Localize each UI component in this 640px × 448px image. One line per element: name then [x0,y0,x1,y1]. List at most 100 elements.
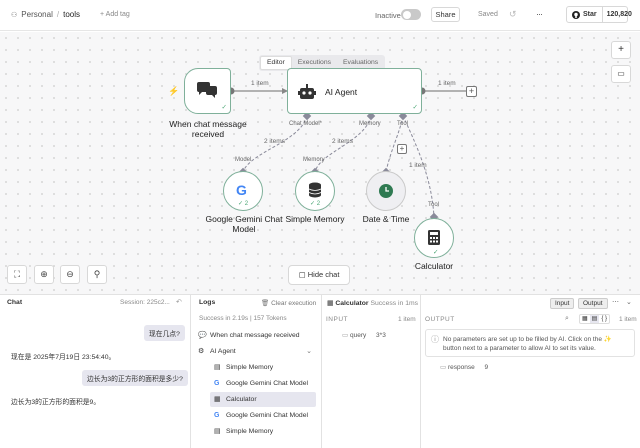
chat-message-user: 边长为3的正方形的面积是多少? [82,370,188,386]
log-item[interactable]: ▤ Simple Memory [210,424,318,439]
logs-tokens: 157 Tokens [253,315,287,322]
log-item-label: Calculator [226,396,257,403]
more-options-icon[interactable]: ⋯ [612,299,619,306]
edge-label-output: 1 item [438,80,456,87]
log-item[interactable]: 💬 When chat message received [194,328,302,343]
string-type-icon: ▭ [342,332,349,339]
workflow-canvas[interactable]: Editor Executions Evaluations + ▭ 1 item… [0,32,640,294]
memory-run-count: ✓ 2 [310,201,321,207]
json-view-icon[interactable]: ▤ [589,315,600,323]
workflow-name[interactable]: tools [63,10,80,19]
port-chat-model: Chat Model* [289,121,322,127]
chevron-down-icon[interactable]: ⌄ [306,348,312,355]
logs-summary: Success in 2.19s | 157 Tokens [199,315,287,322]
port-model: Model [235,157,252,163]
star-label: Star [583,11,597,18]
gemini-run-count: ✓ 2 [238,201,249,207]
bottom-panel: Chat Session: 225c2... ↶ 现在几点? 现在是 2025年… [0,294,640,448]
node-datetime[interactable] [366,171,406,211]
share-button[interactable]: Share [431,7,460,22]
database-icon: ▤ [214,364,221,371]
memory-badge: 2 [316,201,321,207]
star-count: 120,820 [606,11,632,18]
search-icon[interactable]: ⌕ [565,315,569,322]
activation-toggle[interactable] [401,9,421,20]
string-type-icon: ▭ [440,364,447,371]
top-bar: ⚇ Personal / tools + Add tag Inactive Sh… [0,0,640,31]
divider [321,295,322,448]
view-mode-switcher: ▦ ▤ { } [579,314,611,324]
info-icon: ⓘ [431,335,439,344]
add-tag-button[interactable]: + Add tag [100,11,130,18]
chat-message-bot: 现在是 2025年7月19日 23:54:40。 [11,354,116,361]
success-check-icon: ✓ [221,104,227,111]
add-node-button[interactable]: + [611,41,631,59]
hide-chat-button[interactable]: ▢ Hide chat [288,265,350,285]
output-toggle-button[interactable]: Output [578,298,608,309]
chevron-down-icon[interactable]: ⌄ [626,299,632,306]
chat-icon: ▢ [298,270,306,279]
fit-view-icon[interactable]: ⛶ [7,265,27,284]
node-calculator[interactable]: ✓ [414,218,454,258]
database-icon [308,182,322,198]
sticky-note-icon[interactable]: ▭ [611,65,631,83]
trash-icon: 🗑 [261,300,270,307]
tab-executions[interactable]: Executions [297,59,332,66]
logs-title: Logs [199,299,216,306]
reset-session-icon[interactable]: ↶ [176,299,182,306]
log-item[interactable]: G Google Gemini Chat Model [210,408,318,423]
edge-label-gemini: 2 items [264,138,285,145]
zoom-in-icon[interactable]: ⊕ [34,265,54,284]
gemini-badge: 2 [244,201,249,207]
input-title: INPUT [326,316,348,323]
log-item[interactable]: ▤ Simple Memory [210,360,318,375]
view-tabs: Editor Executions Evaluations [259,55,386,71]
ai-params-notice: ⓘ No parameters are set up to be filled … [425,329,635,357]
log-item-label: Google Gemini Chat Model [226,380,308,387]
activation-status: Inactive [375,11,401,20]
tab-evaluations[interactable]: Evaluations [343,59,379,66]
database-icon: ▤ [214,428,221,435]
log-item-label: Google Gemini Chat Model [226,412,308,419]
session-id: Session: 225c2... [120,299,170,306]
chat-bubbles-icon [197,82,217,98]
history-icon[interactable]: ↺ [509,9,517,19]
breadcrumb-project[interactable]: Personal [21,10,53,19]
google-icon: G [214,412,220,419]
calculator-icon: ▦ [327,300,334,307]
github-star-button[interactable]: Star 120,820 [566,6,632,23]
log-item-selected[interactable]: ▦ Calculator [210,392,316,407]
more-options-icon[interactable]: ··· [536,9,543,19]
project-icon: ⚇ [11,11,18,19]
node-chat-trigger[interactable]: ✓ [184,68,231,114]
tab-editor[interactable]: Editor [260,56,292,70]
log-item[interactable]: G Google Gemini Chat Model [210,376,318,391]
log-item-label: When chat message received [210,332,300,339]
node-label-trigger: When chat message received [169,119,247,139]
google-icon: G [236,182,247,198]
tidy-up-icon[interactable]: ⚲ [87,265,107,284]
saved-status: Saved [478,11,498,18]
node-ai-agent[interactable]: AI Agent ✓ [287,68,422,114]
chat-icon: 💬 [198,332,207,339]
node-label-calculator: Calculator [414,261,454,271]
clear-execution-label: Clear execution [271,300,317,307]
log-item-label: AI Agent [210,348,236,355]
node-memory[interactable]: ✓ 2 [295,171,335,211]
port-memory: Memory [359,121,381,127]
table-view-icon[interactable]: ▦ [582,316,588,322]
input-toggle-button[interactable]: Input [550,298,575,309]
schema-view-icon[interactable]: { } [601,316,608,322]
output-value: 9 [484,364,489,371]
port-chat-model-label: Chat Model* [289,121,323,127]
zoom-out-icon[interactable]: ⊖ [60,265,80,284]
add-output-button[interactable]: + [466,86,477,97]
calculator-icon [428,230,440,245]
add-tool-button[interactable]: + [397,144,407,154]
log-item-label: Simple Memory [226,428,274,435]
node-gemini[interactable]: G ✓ 2 [223,171,263,211]
log-item-label: Simple Memory [226,364,274,371]
robot-icon [298,84,316,99]
clear-execution-button[interactable]: 🗑 Clear execution [261,299,316,307]
log-item[interactable]: ⚙ AI Agent ⌄ [194,344,316,359]
